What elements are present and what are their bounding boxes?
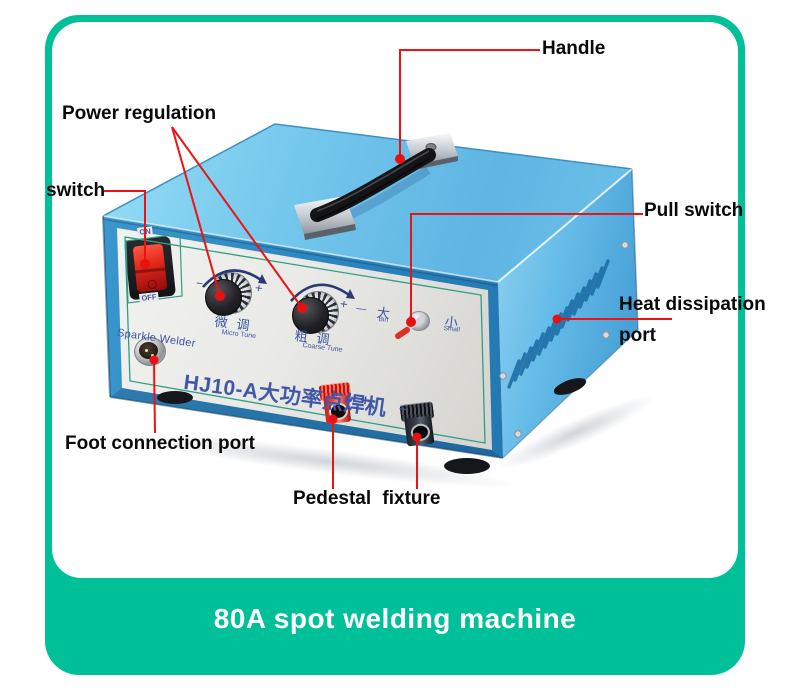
switch-annotation: switch bbox=[46, 180, 106, 201]
rubber-foot bbox=[444, 458, 490, 474]
knob-arcs bbox=[202, 269, 355, 302]
heat-dissipation-annotation-line1: Heat dissipation bbox=[619, 294, 766, 315]
pull-switch-annotation: Pull switch bbox=[644, 200, 744, 221]
leader-dots bbox=[140, 154, 562, 442]
connector-pin bbox=[145, 349, 148, 352]
rubber-foot bbox=[157, 391, 193, 404]
connector-pin bbox=[151, 354, 154, 357]
banner-title: 80A spot welding machine bbox=[213, 603, 577, 634]
foot-connection-annotation: Foot connection port bbox=[65, 433, 255, 454]
pedestal-fixture-annotation: Pedestal fixture bbox=[293, 488, 441, 509]
handle bbox=[294, 133, 458, 240]
handle-annotation: Handle bbox=[542, 38, 606, 59]
box-edges bbox=[102, 123, 639, 459]
panel-pinstripe bbox=[124, 233, 486, 444]
power-regulation-annotation: Power regulation bbox=[62, 103, 217, 124]
heat-dissipation-annotation-line2: port bbox=[619, 325, 656, 346]
side-screws bbox=[499, 241, 629, 438]
leader-lines bbox=[104, 49, 672, 489]
coarse-tune-knob bbox=[292, 297, 329, 334]
